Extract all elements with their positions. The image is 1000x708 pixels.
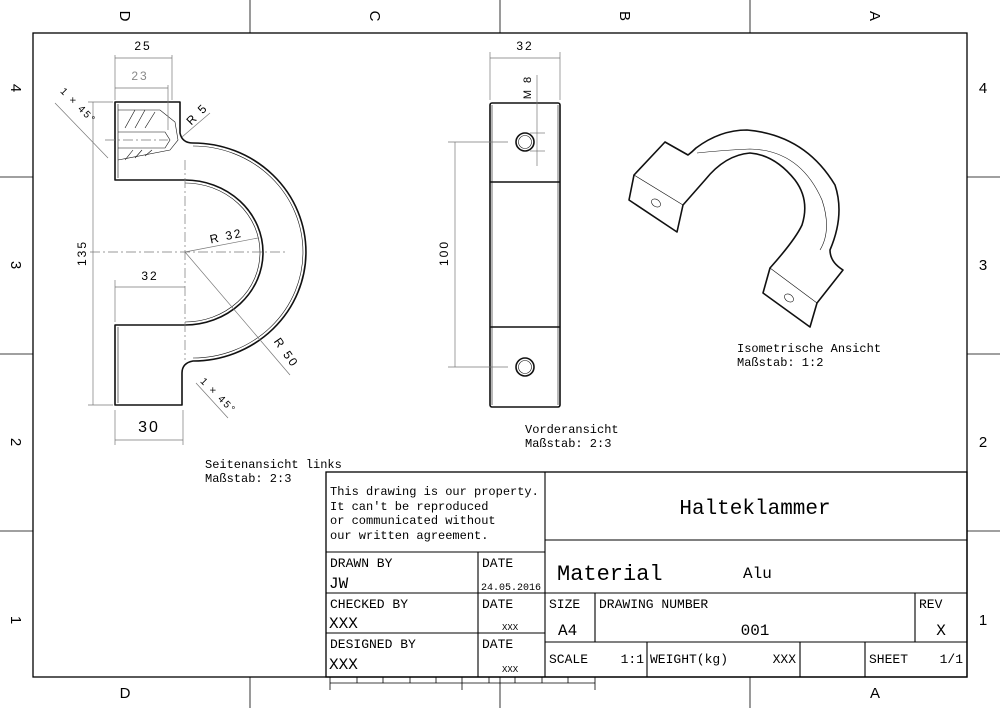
designed-by-value: XXX: [329, 656, 358, 674]
dim-r-fillet: R 5: [183, 100, 210, 127]
sheet-label: SHEET: [869, 652, 908, 667]
zone-row-2-left: 2: [7, 438, 24, 446]
front-dimension-lines: [448, 52, 561, 368]
zone-col-d-top: D: [116, 11, 133, 22]
sheet-value: 1/1: [940, 652, 964, 667]
iso-view-scale: Maßstab: 1:2: [737, 356, 823, 370]
designed-by-label: DESIGNED BY: [330, 637, 416, 652]
drawn-by-value: JW: [329, 575, 349, 593]
dim-chamfer-bottom: 1 × 45°: [198, 376, 238, 416]
zone-col-a-top: A: [866, 11, 883, 21]
rev-value: X: [936, 622, 946, 640]
zone-labels-top: D C B A: [116, 11, 883, 22]
dim-chamfer-top: 1 × 45°: [58, 86, 98, 126]
checked-date-label: DATE: [482, 597, 513, 612]
side-view: 25 23 135 32 30 R 32 R 50 R 5 1 × 45° 1 …: [54, 39, 342, 486]
scale-value: 1:1: [621, 652, 645, 667]
zone-labels-left: 4 3 2 1: [7, 84, 24, 624]
size-label: SIZE: [549, 597, 580, 612]
front-view: 32 M 8 100 Vorderansicht Maßstab: 2:3: [437, 39, 619, 451]
dim-hole-distance: 100: [437, 240, 451, 266]
side-view-outline: [114, 101, 307, 406]
side-dimension-lines: [54, 55, 291, 445]
zone-col-b-top: B: [616, 11, 633, 21]
hole-bottom: [515, 357, 535, 377]
designed-date-label: DATE: [482, 637, 513, 652]
zone-row-1-right: 1: [979, 612, 987, 629]
drawn-date-value: 24.05.2016: [481, 583, 541, 594]
front-view-scale: Maßstab: 2:3: [525, 437, 611, 451]
scale-label: SCALE: [549, 652, 588, 667]
side-view-scale: Maßstab: 2:3: [205, 472, 291, 486]
disclaimer-line: our written agreement.: [330, 529, 488, 543]
dim-width-bottom: 30: [138, 419, 160, 436]
weight-label: WEIGHT(kg): [650, 652, 728, 667]
material-value: Alu: [743, 565, 772, 583]
disclaimer-line: This drawing is our property.: [330, 485, 539, 499]
checked-date-value: XXX: [502, 623, 519, 633]
disclaimer: This drawing is our property. It can't b…: [330, 485, 539, 543]
checked-by-value: XXX: [329, 615, 358, 633]
material-label: Material: [557, 562, 663, 587]
iso-outline: [628, 129, 844, 328]
zone-row-4-right: 4: [979, 80, 987, 97]
isometric-view: Isometrische Ansicht Maßstab: 1:2: [628, 129, 881, 370]
zone-row-2-right: 2: [979, 434, 987, 451]
side-view-edges: [117, 104, 304, 403]
zone-row-3-right: 3: [979, 257, 987, 274]
zone-row-4-left: 4: [7, 84, 24, 92]
drawn-date-label: DATE: [482, 556, 513, 571]
dim-inner-offset: 32: [141, 269, 158, 283]
zone-row-3-left: 3: [7, 261, 24, 269]
hole-top: [515, 132, 535, 152]
rev-label: REV: [919, 597, 943, 612]
front-view-label: Vorderansicht: [525, 423, 619, 437]
side-view-label: Seitenansicht links: [205, 458, 342, 472]
zone-col-a-bottom: A: [870, 685, 880, 702]
designed-date-value: XXX: [502, 665, 519, 675]
scale-ruler: [329, 677, 596, 690]
zone-col-c-top: C: [366, 11, 383, 22]
iso-view-label: Isometrische Ansicht: [737, 342, 881, 356]
disclaimer-line: or communicated without: [330, 514, 496, 528]
thread-section: [117, 109, 179, 161]
zone-labels-bottom: D A: [120, 685, 880, 702]
zone-col-d-bottom: D: [120, 685, 131, 702]
size-value: A4: [558, 622, 577, 640]
dim-r-outer: R 50: [271, 335, 302, 370]
checked-by-label: CHECKED BY: [330, 597, 408, 612]
disclaimer-line: It can't be reproduced: [330, 500, 488, 514]
side-centerlines: [90, 139, 285, 360]
drawing-title: Halteklammer: [679, 498, 830, 521]
dim-r-inner: R 32: [208, 226, 244, 247]
zone-row-1-left: 1: [7, 616, 24, 624]
dim-height: 135: [75, 240, 89, 266]
weight-value: XXX: [773, 652, 797, 667]
drawn-by-label: DRAWN BY: [330, 556, 393, 571]
zone-labels-right: 4 3 2 1: [979, 80, 987, 629]
dim-front-width: 32: [516, 39, 533, 53]
dim-thread-depth: 23: [131, 69, 148, 83]
drawing-number-label: DRAWING NUMBER: [599, 597, 708, 612]
dim-width-top: 25: [134, 39, 151, 53]
drawing-number-value: 001: [741, 622, 770, 640]
dim-thread: M 8: [522, 75, 534, 99]
front-view-outline: [489, 102, 561, 408]
title-block: This drawing is our property. It can't b…: [325, 471, 968, 678]
